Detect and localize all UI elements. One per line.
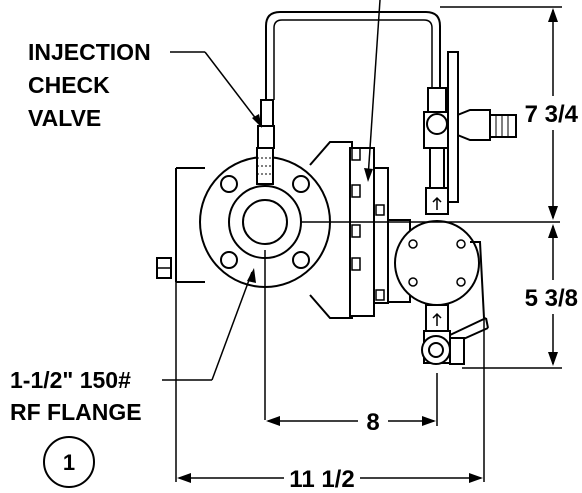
mounting-plate [447, 51, 459, 203]
flange-bolt-holes [220, 175, 310, 269]
dim-overall-width: 11 1/2 [289, 466, 354, 493]
side-valve-tip [489, 114, 517, 138]
canister-arm [470, 241, 485, 319]
dim-upper-height: 7 3/4 [525, 101, 579, 128]
injection-label-line3: VALVE [28, 105, 101, 131]
flange-label-line2: RF FLANGE [10, 399, 142, 425]
canister-body [394, 220, 480, 306]
dim-lower-height: 5 3/8 [525, 285, 578, 312]
dimension-arrowheads [177, 8, 558, 483]
ball-valve-stem [449, 337, 465, 365]
flange-label-line1: 1-1/2" 150# [10, 367, 131, 393]
injection-check-valve-body [257, 125, 275, 149]
housing-inner-block [373, 167, 389, 304]
drawing-geometry [43, 0, 562, 488]
rf-flange-bore [242, 199, 288, 245]
housing-plate [175, 167, 205, 283]
tubing-loop [265, 11, 441, 100]
ball-valve-port [421, 335, 451, 365]
housing-bolts [351, 147, 385, 301]
right-fitting-top [427, 87, 447, 113]
item-balloon [43, 436, 95, 488]
dim-center-to-face: 8 [366, 409, 379, 436]
injection-label-line2: CHECK [28, 72, 110, 98]
canister-bolts [408, 239, 466, 287]
injection-fitting [260, 99, 274, 127]
leader-top [367, 0, 381, 179]
item-number: 1 [63, 450, 75, 475]
injection-label-line1: INJECTION [28, 39, 151, 65]
right-fitting-mid [429, 147, 445, 189]
